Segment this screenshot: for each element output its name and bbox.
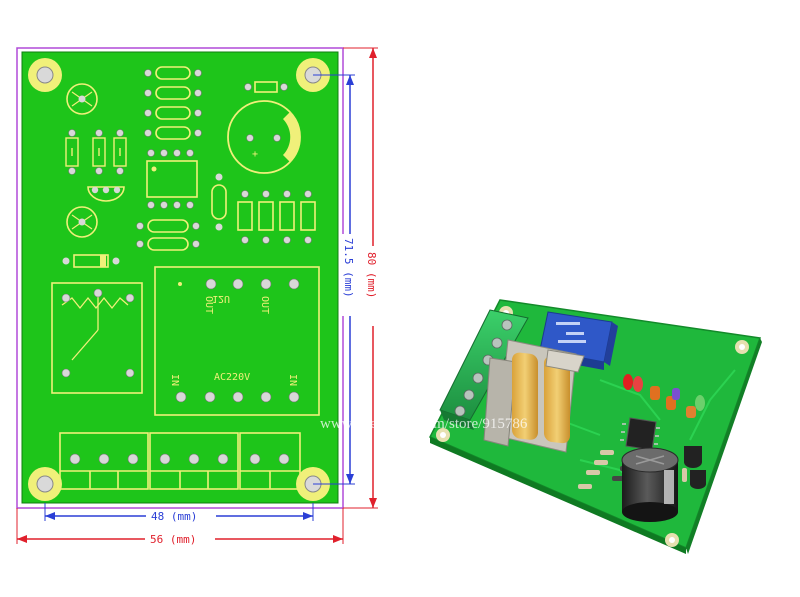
- dimension-hole-spacing-y: 71.5 (mm): [342, 238, 355, 298]
- watermark-text: www.aliexpress.com/store/915786: [320, 416, 528, 432]
- capacitor-footprint-small: [244, 81, 288, 93]
- ceramic-capacitor-pads: [68, 129, 124, 175]
- silkscreen-out-left: OUT: [203, 296, 214, 314]
- transformer-footprint: [154, 266, 320, 416]
- regulator-footprint: [87, 186, 125, 202]
- transformer-component: [483, 339, 585, 453]
- led-indicators: [623, 374, 705, 411]
- silkscreen-in-left: IN: [169, 374, 180, 386]
- small-components: [578, 386, 696, 489]
- diode-footprint-horizontal: [62, 254, 120, 268]
- transistor-footprint-bottom: [66, 206, 98, 238]
- silkscreen-12v: 12U: [212, 293, 230, 304]
- mounting-hole-top-right: [296, 58, 330, 92]
- mounting-hole-bottom-left: [28, 467, 62, 501]
- dimension-board-width: 56 (mm): [150, 533, 196, 546]
- relay-footprint: [51, 282, 143, 394]
- silkscreen-ac220v: AC220V: [214, 372, 250, 383]
- resistor-footprints-vertical: [237, 201, 316, 231]
- resistor-pads-middle: [136, 222, 200, 248]
- transistor-footprint-top: [66, 83, 98, 115]
- resistor-pads-vertical: [241, 190, 312, 244]
- ceramic-capacitor-footprints: [65, 137, 127, 167]
- terminal-block-pads: [69, 453, 290, 465]
- resistor-footprints-top: [155, 66, 191, 140]
- dimension-board-height: 80 (mm): [365, 252, 378, 298]
- electrolytic-capacitor-component: [621, 447, 679, 522]
- pcb-layout-drawing: +: [16, 47, 344, 509]
- dimension-lines: 80 (mm) 71.5 (mm) 48 (mm) 56 (mm): [16, 47, 381, 546]
- resistor-pads-top: [144, 69, 202, 137]
- svg-text:+: +: [252, 149, 258, 160]
- dimension-hole-spacing-x: 48 (mm): [151, 510, 197, 523]
- resistor-footprints-middle: [147, 219, 189, 251]
- terminal-blocks-layout: [59, 432, 301, 490]
- transistor-components: [684, 446, 706, 489]
- mounting-holes: [28, 58, 330, 501]
- ic-footprint: [146, 149, 198, 209]
- silkscreen-in-right: IN: [287, 374, 298, 386]
- assembled-board-photo: [428, 299, 762, 554]
- diode-footprint-vertical: [211, 173, 227, 231]
- electrolytic-capacitor-footprint: +: [227, 100, 301, 174]
- ic-chip-component: [620, 417, 660, 451]
- silkscreen-out-right: OUT: [259, 296, 270, 314]
- mounting-hole-top-left: [28, 58, 62, 92]
